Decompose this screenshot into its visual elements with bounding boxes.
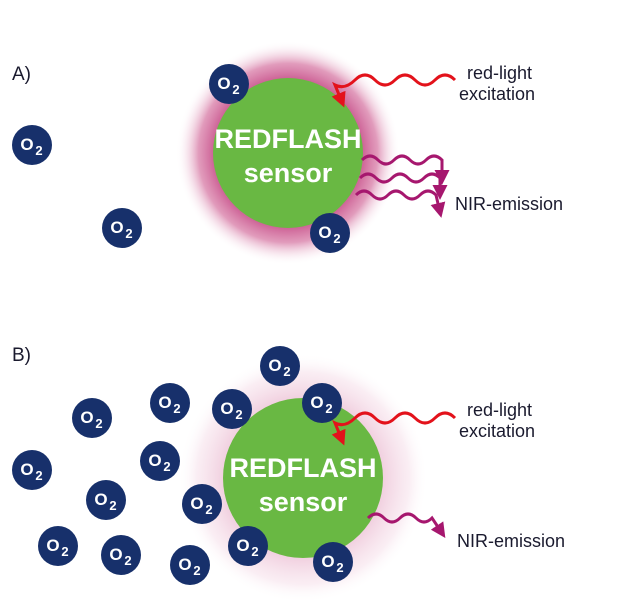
sensor-title: REDFLASH [230,453,377,483]
oxygen-subscript: 2 [193,563,200,578]
excitation-arrow [331,411,457,446]
oxygen-subscript: 2 [235,407,242,422]
oxygen-subscript: 2 [232,82,239,97]
excitation-arrow [331,73,457,108]
oxygen-symbol: O [217,74,230,93]
oxygen-circle [150,383,190,423]
oxygen-circle [86,480,126,520]
oxygen-circle [228,526,268,566]
oxygen-circle [260,346,300,386]
oxygen-circle [12,450,52,490]
oxygen-symbol: O [220,399,233,418]
oxygen-circle [209,64,249,104]
sensor-title: REDFLASH [215,124,362,154]
oxygen-symbol: O [190,494,203,513]
emission-arrow [354,189,446,218]
oxygen-symbol: O [178,555,191,574]
oxygen-circle [102,208,142,248]
oxygen-symbol: O [148,451,161,470]
oxygen-symbol: O [318,223,331,242]
oxygen-circle [12,125,52,165]
emission-label: NIR-emission [457,531,565,551]
panel-b: B) REDFLASH sensor red-light excitation … [12,345,565,601]
oxygen-subscript: 2 [336,560,343,575]
panel-b-label: B) [12,345,31,366]
oxygen-symbol: O [321,552,334,571]
emission-label: NIR-emission [455,194,563,214]
oxygen-subscript: 2 [325,401,332,416]
oxygen-symbol: O [236,536,249,555]
emission-arrow [358,172,448,200]
oxygen-circle [313,542,353,582]
oxygen-circle [72,398,112,438]
oxygen-subscript: 2 [109,498,116,513]
oxygen-circle [170,545,210,585]
oxygen-symbol: O [20,135,33,154]
emission-arrow [360,154,450,185]
oxygen-subscript: 2 [205,502,212,517]
oxygen-circle [140,441,180,481]
oxygen-subscript: 2 [333,231,340,246]
excitation-label-line1: red-light [467,400,532,420]
oxygen-symbol: O [110,218,123,237]
panel-a: A) REDFLASH sensor red-light excitation … [12,41,563,265]
excitation-label-line2: excitation [459,421,535,441]
oxygen-subscript: 2 [61,544,68,559]
oxygen-subscript: 2 [251,544,258,559]
oxygen-circle [302,383,342,423]
oxygen-symbol: O [80,408,93,427]
oxygen-subscript: 2 [124,553,131,568]
excitation-label-line1: red-light [467,63,532,83]
emission-arrow [366,512,446,538]
oxygen-symbol: O [20,460,33,479]
sensor-bead [213,78,363,228]
sensor-subtitle: sensor [244,158,333,188]
oxygen-circle [310,213,350,253]
oxygen-symbol: O [310,393,323,412]
oxygen-subscript: 2 [163,459,170,474]
sensor-subtitle: sensor [259,487,348,517]
oxygen-subscript: 2 [95,416,102,431]
panel-a-label: A) [12,64,31,85]
excitation-label-line2: excitation [459,84,535,104]
oxygen-symbol: O [109,545,122,564]
oxygen-symbol: O [268,356,281,375]
oxygen-symbol: O [46,536,59,555]
oxygen-subscript: 2 [173,401,180,416]
oxygen-subscript: 2 [35,143,42,158]
oxygen-circle [212,389,252,429]
oxygen-circle [101,535,141,575]
oxygen-circle [38,526,78,566]
oxygen-circle [182,484,222,524]
oxygen-subscript: 2 [35,468,42,483]
oxygen-symbol: O [158,393,171,412]
oxygen-symbol: O [94,490,107,509]
oxygen-subscript: 2 [125,226,132,241]
oxygen-subscript: 2 [283,364,290,379]
